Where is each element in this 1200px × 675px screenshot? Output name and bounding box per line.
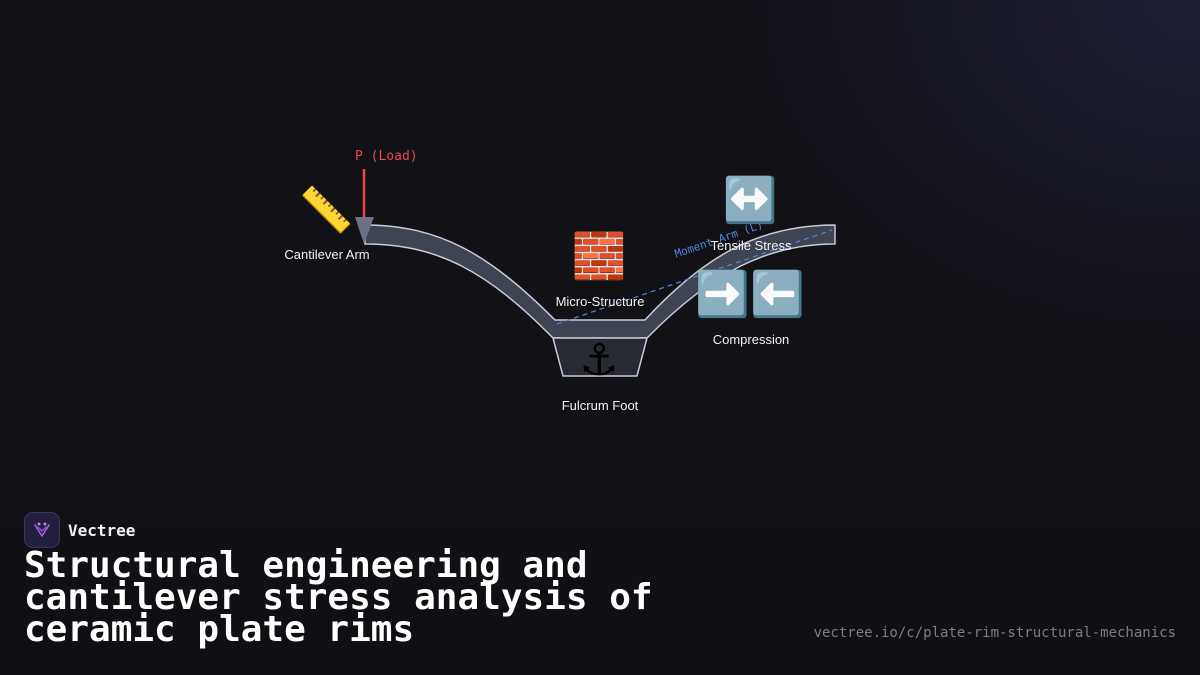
moment-arm-line (556, 229, 833, 325)
page-title: Structural engineering and cantilever st… (24, 545, 653, 650)
tensile-stress-label: Tensile Stress (710, 238, 792, 253)
compression-arrows-icon: ➡️⬅️ (695, 269, 805, 320)
load-arrow-head (355, 217, 374, 244)
vectree-logo-icon (24, 512, 60, 548)
ruler-icon: 📏 (298, 185, 354, 236)
anchor-icon: ⚓ (579, 335, 619, 386)
fulcrum-foot-ring (552, 337, 648, 377)
load-label: P (Load) (355, 149, 418, 164)
cantilever-arm-label: Cantilever Arm (284, 247, 370, 262)
brand-name: Vectree (68, 520, 136, 540)
plate-rim-profile (364, 224, 836, 339)
compression-label: Compression (712, 332, 790, 347)
left-right-arrow-icon: ↔️ (722, 175, 778, 226)
fulcrum-foot-label: Fulcrum Foot (561, 398, 639, 413)
brick-icon: 🧱 (571, 231, 627, 282)
source-url: vectree.io/c/plate-rim-structural-mechan… (813, 625, 1176, 641)
micro-structure-label: Micro-Structure (555, 294, 645, 309)
brand: Vectree (24, 512, 135, 548)
